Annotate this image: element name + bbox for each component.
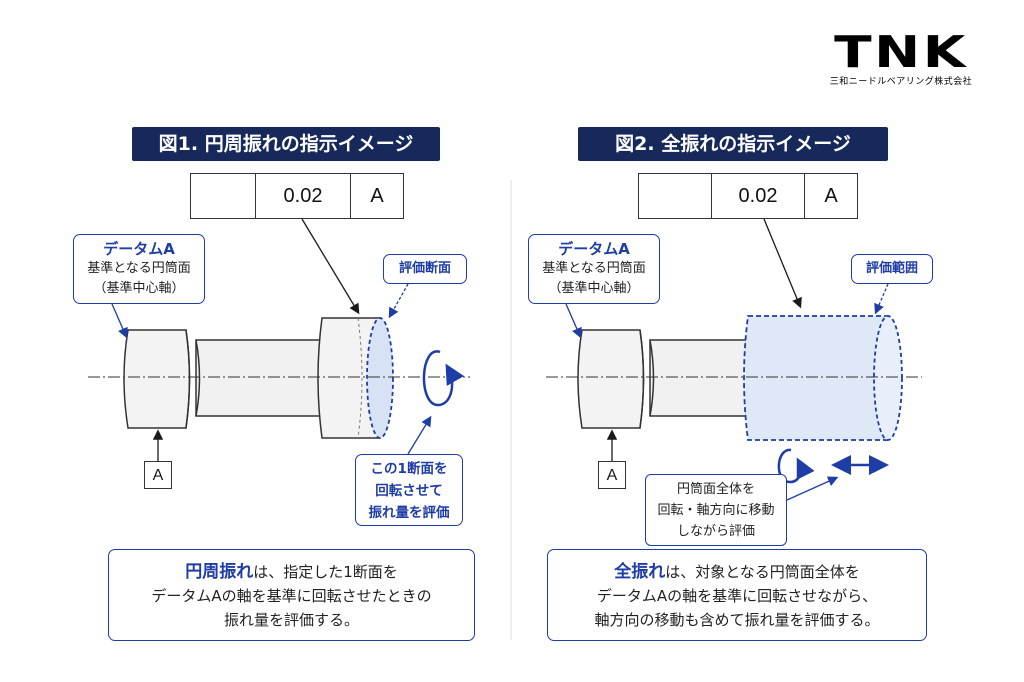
fig1-summary-line1: 円周振れは、指定した1断面を (109, 560, 474, 584)
fig2-summary-line1-rest: は、対象となる円筒面全体を (665, 563, 860, 581)
fig2-frame-symbol-cell (639, 174, 711, 218)
fig1-datum-heading: データムA (103, 240, 175, 258)
fig1-summary-line3: 振れ量を評価する。 (223, 611, 359, 629)
fig1-summary-line1-rest: は、指定した1断面を (253, 563, 398, 581)
fig2-move-line3: しながら評価 (676, 524, 755, 539)
fig2-move-leader (786, 476, 839, 501)
fig2-summary-line2: データムAの軸を基準に回転させながら、 (596, 587, 878, 605)
fig1-summary: 円周振れは、指定した1断面を データムAの軸を基準に回転させたときの 振れ量を評… (108, 549, 475, 641)
fig1-datum-line1: 基準となる円筒面 (87, 261, 191, 276)
fig2-range-leader (874, 283, 889, 315)
fig1-rotate-line3: 振れ量を評価 (368, 505, 450, 521)
fig2-shaft (546, 315, 922, 441)
fig2-tolerance-frame: 0.02 A (638, 173, 858, 219)
logo-wordmark: TNK (834, 27, 968, 78)
fig1-rotate-leader (407, 415, 432, 455)
fig2-datum-line2: （基準中心軸） (548, 281, 640, 296)
fig2-datum-callout: データムA 基準となる円筒面 （基準中心軸） (528, 234, 660, 304)
fig1-title: 図1. 円周振れの指示イメージ (132, 127, 440, 161)
fig2-move-callout: 円筒面全体を 回転・軸方向に移動 しながら評価 (645, 474, 787, 546)
fig1-frame-tolerance: 0.02 (255, 174, 350, 218)
fig2-move-line2: 回転・軸方向に移動 (657, 503, 775, 518)
fig2-frame-tolerance: 0.02 (711, 174, 804, 218)
fig2-datum-leader (565, 303, 582, 339)
fig1-datum-label: A (144, 461, 172, 489)
fig1-summary-term: 円周振れ (185, 562, 254, 582)
fig1-rotate-line2: 回転させて (375, 483, 443, 499)
fig1-rotate-callout: この1断面を 回転させて 振れ量を評価 (355, 454, 463, 526)
fig2-datum-line1: 基準となる円筒面 (542, 261, 646, 276)
tnk-logo: TNK 三和ニードルベアリング株式会社 (826, 30, 976, 88)
fig1-rotate-line1: この1断面を (370, 461, 448, 477)
fig2-title: 図2. 全振れの指示イメージ (578, 127, 888, 161)
fig2-move-line1: 円筒面全体を (676, 482, 755, 497)
logo-company-name: 三和ニードルベアリング株式会社 (829, 77, 973, 87)
fig1-frame-symbol-cell (191, 174, 255, 218)
fig2-frame-datum: A (804, 174, 857, 218)
fig1-summary-line2: データムAの軸を基準に回転させたときの (151, 587, 432, 605)
fig2-frame-leader (763, 218, 802, 309)
fig2-summary-term: 全振れ (614, 562, 666, 582)
fig2-range-callout: 評価範囲 (851, 254, 933, 284)
fig2-summary-line3: 軸方向の移動も含めて振れ量を評価する。 (594, 611, 880, 629)
fig2-summary: 全振れは、対象となる円筒面全体を データムAの軸を基準に回転させながら、 軸方向… (547, 549, 927, 641)
fig1-datum-leader (111, 303, 128, 339)
fig1-datum-line2: （基準中心軸） (93, 281, 185, 296)
fig2-datum-label: A (598, 461, 626, 489)
fig1-section-leader (388, 283, 409, 319)
fig1-frame-datum: A (350, 174, 403, 218)
fig1-tolerance-frame: 0.02 A (190, 173, 404, 219)
fig1-shaft (88, 317, 470, 439)
fig2-datum-heading: データムA (558, 240, 630, 258)
fig2-rotation-arrow-icon (777, 448, 815, 484)
fig1-datum-callout: データムA 基準となる円筒面 （基準中心軸） (73, 234, 205, 304)
fig1-section-callout: 評価断面 (383, 254, 467, 284)
fig2-summary-line1: 全振れは、対象となる円筒面全体を (548, 560, 926, 584)
fig1-frame-leader (301, 218, 360, 315)
fig1-rotation-arrow-icon (422, 350, 465, 407)
